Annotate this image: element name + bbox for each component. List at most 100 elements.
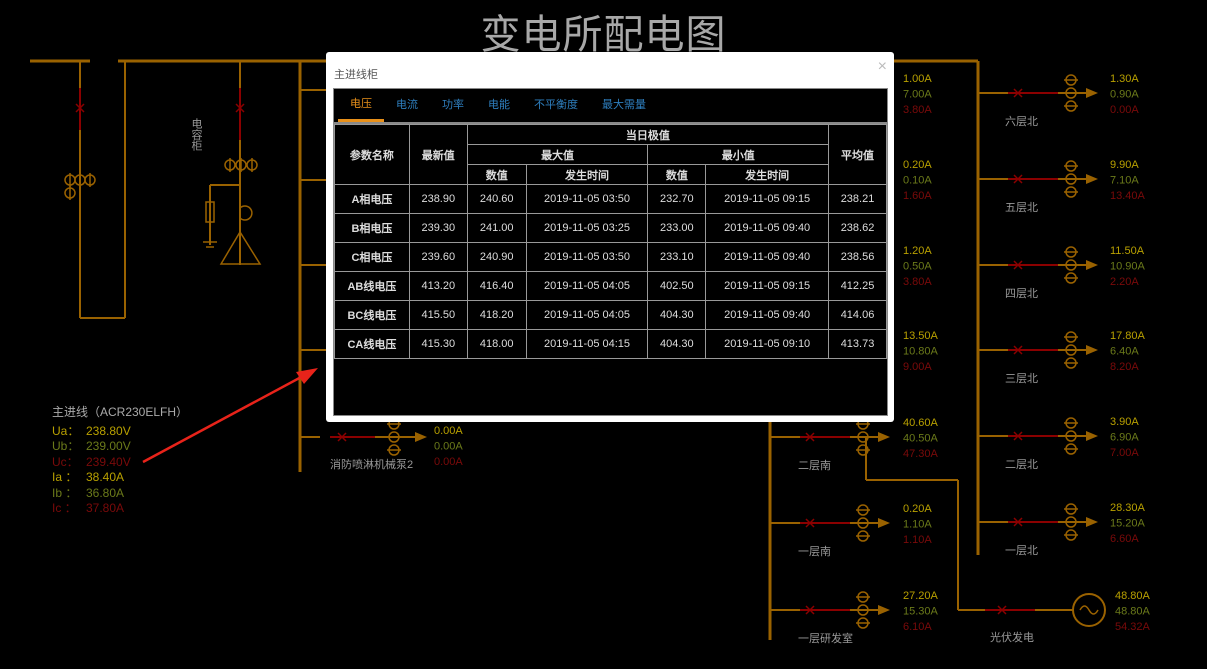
current-value: 0.00A	[434, 441, 463, 453]
current-value: 13.40A	[1110, 190, 1146, 202]
table-cell: 415.30	[408, 329, 468, 359]
header-min-time: 发生时间	[705, 164, 830, 185]
arrow-icon	[1086, 517, 1098, 527]
current-value: 6.90A	[1110, 432, 1139, 444]
current-value: 1.30A	[1110, 73, 1139, 85]
arrow-icon	[1086, 174, 1098, 184]
current-value: 3.90A	[1110, 416, 1139, 428]
current-value: 0.00A	[434, 425, 463, 437]
table-cell: 2019-11-05 04:15	[525, 329, 649, 359]
table-cell: 2019-11-05 09:10	[705, 329, 830, 359]
header-min-value: 数值	[647, 164, 707, 185]
table-cell: A相电压	[334, 184, 410, 214]
table-cell: 232.70	[647, 184, 707, 214]
tab-unbalance[interactable]: 不平衡度	[534, 99, 578, 111]
current-value: 0.90A	[1110, 89, 1139, 101]
table-cell: 2019-11-05 04:05	[525, 271, 649, 301]
current-value: 3.80A	[903, 276, 932, 288]
meter-row-ic: Ic ：37.80A	[52, 501, 125, 515]
branch-label: 五层北	[1005, 201, 1038, 214]
current-value: 1.00A	[903, 73, 932, 85]
branch-label: 二层南	[798, 459, 831, 472]
table-cell: 2019-11-05 09:15	[705, 271, 830, 301]
current-value: 1.10A	[903, 534, 932, 546]
generator-icon	[1072, 593, 1106, 627]
header-max-time: 发生时间	[525, 164, 649, 185]
header-param-name: 参数名称	[334, 124, 410, 185]
tab-power[interactable]: 功率	[442, 99, 464, 111]
arrow-icon	[415, 432, 427, 442]
table-cell: 239.60	[408, 242, 468, 272]
table-cell: BC线电压	[334, 300, 410, 330]
arrow-icon	[1086, 345, 1098, 355]
tab-bar: 电压 电流 功率 电能 不平衡度 最大需量	[334, 89, 887, 124]
branch-label: 二层北	[1005, 458, 1038, 471]
current-value: 1.60A	[903, 190, 932, 202]
current-value: 6.40A	[1110, 346, 1139, 358]
page-title: 变电所配电图	[480, 13, 727, 57]
table-cell: 413.73	[828, 329, 887, 359]
table-cell: 2019-11-05 09:40	[705, 300, 830, 330]
arrow-icon	[878, 518, 890, 528]
main-incoming-meter: 主进线（ACR230ELFH） Ua：238.80V Ub：239.00V Uc…	[52, 405, 188, 517]
table-cell: 238.56	[828, 242, 887, 272]
table-cell: AB线电压	[334, 271, 410, 301]
tab-energy[interactable]: 电能	[488, 99, 510, 111]
current-value: 10.90A	[1110, 261, 1146, 273]
current-value: 11.50A	[1110, 245, 1145, 257]
branch-label: 四层北	[1005, 287, 1038, 300]
table-cell: CA线电压	[334, 329, 410, 359]
current-value: 15.30A	[903, 606, 939, 618]
branch-label: 光伏发电	[990, 630, 1034, 644]
meter-title: 主进线（ACR230ELFH）	[52, 405, 189, 419]
table-cell: 2019-11-05 09:40	[705, 242, 830, 272]
tab-current[interactable]: 电流	[396, 99, 418, 111]
breaker-icon	[337, 432, 347, 442]
table-cell: B相电压	[334, 213, 410, 243]
table-cell: 2019-11-05 09:40	[705, 213, 830, 243]
arrow-icon	[1086, 431, 1098, 441]
meter-row-ib: Ib ：36.80A	[52, 485, 125, 500]
branch-label: 三层北	[1005, 372, 1038, 385]
header-average: 平均值	[828, 124, 887, 185]
table-cell: 233.10	[647, 242, 707, 272]
current-value: 17.80A	[1110, 330, 1146, 342]
current-value: 7.10A	[1110, 175, 1139, 187]
table-cell: 404.30	[647, 300, 707, 330]
current-value: 1.10A	[903, 519, 932, 531]
close-icon[interactable]: ×	[877, 58, 887, 75]
current-value: 10.80A	[903, 346, 939, 358]
pointer-arrow	[142, 373, 306, 464]
tab-voltage[interactable]: 电压	[338, 89, 384, 122]
breaker-icon	[1013, 260, 1023, 270]
table-cell: 418.00	[466, 329, 527, 359]
current-value: 47.30A	[903, 448, 939, 460]
table-cell: 238.21	[828, 184, 887, 214]
table-cell: C相电压	[334, 242, 410, 272]
current-value: 2.20A	[1110, 276, 1139, 288]
breaker-icon	[805, 518, 815, 528]
table-cell: 404.30	[647, 329, 707, 359]
branch-label: 六层北	[1005, 115, 1038, 128]
meter-row-uc: Uc：239.40V	[52, 454, 131, 469]
branch-label: 一层南	[798, 545, 831, 558]
current-value: 0.00A	[1110, 104, 1139, 116]
table-cell: 412.25	[828, 271, 887, 301]
table-cell: 2019-11-05 09:15	[705, 184, 830, 214]
breaker-icon	[1013, 345, 1023, 355]
branch-label: 一层北	[1005, 544, 1038, 557]
voltage-table: 参数名称 最新值 当日极值 平均值 最大值 最小值 数值 发生时间 数值 发生时…	[334, 124, 887, 359]
breaker-icon	[1013, 431, 1023, 441]
table-cell: 415.50	[408, 300, 468, 330]
tab-max-demand[interactable]: 最大需量	[602, 99, 646, 111]
header-daily-extreme: 当日极值	[466, 124, 830, 145]
breaker-icon	[805, 432, 815, 442]
branch-label: 消防喷淋机械泵2	[330, 457, 413, 471]
current-value: 9.00A	[903, 361, 932, 373]
main-incoming-cabinet-dialog: 主进线柜 × 电压 电流 功率 电能 不平衡度 最大需量 参数名称 最新值 当日…	[326, 52, 894, 422]
